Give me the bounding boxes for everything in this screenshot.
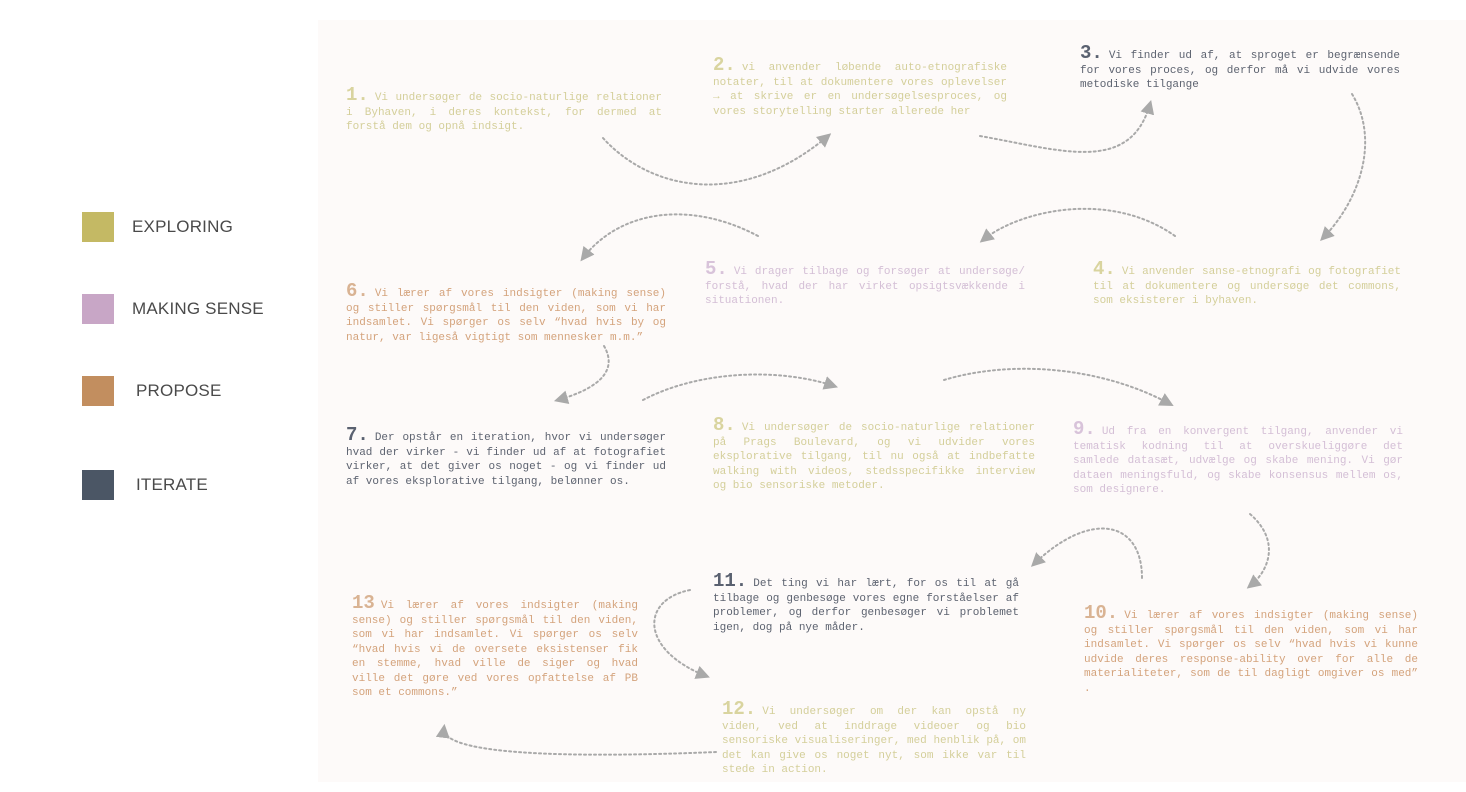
diagram-canvas	[318, 20, 1466, 782]
step-9: 9.Ud fra en konvergent tilgang, anvender…	[1073, 420, 1403, 498]
step-8-number: 8.	[713, 414, 736, 436]
step-13-text: Vi lærer af vores indsigter (making sens…	[352, 600, 638, 699]
legend-swatch-propose	[82, 376, 114, 406]
step-11-text: Det ting vi har lært, for os til at gå t…	[713, 578, 1019, 634]
legend-swatch-making-sense	[82, 294, 114, 324]
step-3-text: Vi finder ud af, at sproget er begrænsen…	[1080, 50, 1400, 91]
legend-swatch-iterate	[82, 470, 114, 500]
step-1: 1.Vi undersøger de socio-naturlige relat…	[346, 86, 662, 135]
step-7-text: Der opstår en iteration, hvor vi undersø…	[346, 432, 666, 488]
step-10-number: 10.	[1084, 602, 1119, 624]
step-4: 4.Vi anvender sanse-etnografi og fotogra…	[1093, 260, 1401, 309]
step-6-number: 6.	[346, 280, 369, 302]
legend-swatch-exploring	[82, 212, 114, 242]
step-10: 10.Vi lærer af vores indsigter (making s…	[1084, 604, 1418, 696]
step-10-text: Vi lærer af vores indsigter (making sens…	[1084, 610, 1418, 695]
step-6-text: Vi lærer af vores indsigter (making sens…	[346, 288, 666, 344]
step-5: 5.Vi drager tilbage og forsøger at under…	[705, 260, 1025, 309]
step-12: 12.Vi undersøger om der kan opstå ny vid…	[722, 700, 1026, 778]
legend-label-iterate: ITERATE	[136, 475, 208, 494]
legend-label-propose: PROPOSE	[136, 381, 222, 400]
step-4-number: 4.	[1093, 258, 1116, 280]
step-7: 7.Der opstår en iteration, hvor vi under…	[346, 426, 666, 489]
step-8: 8.Vi undersøger de socio-naturlige relat…	[713, 416, 1035, 494]
step-11: 11.Det ting vi har lært, for os til at g…	[713, 572, 1019, 635]
step-2-text: vi anvender løbende auto-etnografiske no…	[713, 62, 1007, 118]
step-7-number: 7.	[346, 424, 369, 446]
step-6: 6.Vi lærer af vores indsigter (making se…	[346, 282, 666, 345]
step-13-number: 13	[352, 592, 375, 614]
step-12-number: 12.	[722, 698, 757, 720]
legend-label-making-sense: MAKING SENSE	[132, 299, 264, 318]
step-4-text: Vi anvender sanse-etnografi og fotografi…	[1093, 266, 1401, 307]
step-9-number: 9.	[1073, 418, 1096, 440]
step-3-number: 3.	[1080, 42, 1103, 64]
step-9-text: Ud fra en konvergent tilgang, anvender v…	[1073, 426, 1403, 496]
step-8-text: Vi undersøger de socio-naturlige relatio…	[713, 422, 1035, 492]
step-5-number: 5.	[705, 258, 728, 280]
step-11-number: 11.	[713, 570, 748, 592]
step-5-text: Vi drager tilbage og forsøger at undersø…	[705, 266, 1025, 307]
step-12-text: Vi undersøger om der kan opstå ny viden,…	[722, 706, 1026, 776]
step-3: 3.Vi finder ud af, at sproget er begræns…	[1080, 44, 1400, 93]
step-2-number: 2.	[713, 54, 736, 76]
step-2: 2.vi anvender løbende auto-etnografiske …	[713, 56, 1007, 119]
step-1-text: Vi undersøger de socio-naturlige relatio…	[346, 92, 662, 133]
legend-label-exploring: EXPLORING	[132, 217, 233, 236]
step-1-number: 1.	[346, 84, 369, 106]
